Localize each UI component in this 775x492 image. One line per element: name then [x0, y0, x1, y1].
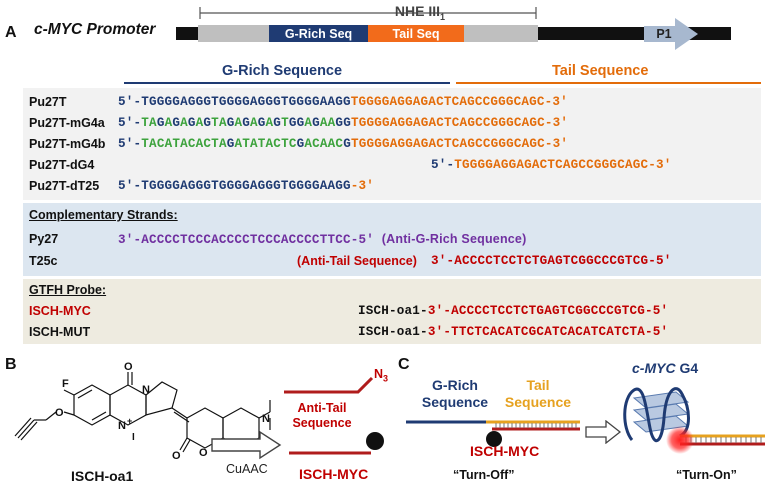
atom-n3: N [262, 413, 270, 425]
product-strand [289, 432, 384, 455]
panel-c-letter: C [398, 356, 410, 373]
probe-box [23, 279, 761, 344]
fluorescence-glow [666, 426, 694, 454]
ischmyc-seq: ISCH-oa1-3'-ACCCCTCCTCTGAGTCGGCCCGTCG-5' [358, 304, 669, 318]
compound-label: ISCH-oa1 [71, 468, 134, 484]
atom-plus: + [127, 416, 132, 426]
tail-box-label: Tail Seq [392, 27, 440, 41]
g4-label: c-MYC G4 [632, 360, 699, 376]
seq-tail-pu27t: TGGGGAGGAGACTCAGCCGGGCAGC-3' [350, 95, 568, 109]
c-arrow [585, 420, 622, 444]
turn-off-duplex [406, 420, 580, 447]
seq-name-mg4a: Pu27T-mG4a [29, 116, 105, 130]
seq-name-mg4b: Pu27T-mG4b [29, 137, 106, 151]
promoter-label-text: c-MYC Promoter [34, 21, 156, 38]
grich-heading-rule [124, 82, 450, 84]
grich-heading: G-Rich Sequence [222, 63, 343, 79]
p1-label: P1 [656, 27, 672, 41]
ring-1 [73, 384, 111, 426]
ring-3 [145, 381, 178, 416]
seq-grich-pu27t: TGGGGAGGGTGGGGAGGGTGGGGAAGG [141, 95, 351, 109]
ischmut-seq: ISCH-oa1-3'-TTCTCACATCGCATCACATCATCTA-5' [358, 325, 669, 339]
seq-name-pu27t: Pu27T [29, 95, 67, 109]
atom-n1: N [142, 384, 150, 396]
ring-5 [222, 407, 260, 449]
grich-region [269, 25, 368, 42]
tail-heading: Tail Sequence [552, 63, 649, 79]
azide-strand [284, 376, 374, 394]
atom-f: F [62, 378, 69, 390]
seq-tail-mg4b: TGGGGAGGAGACTCAGCCGGGCAGC-3' [350, 137, 569, 151]
alkyne-triple-1 [17, 419, 35, 439]
sequence-box [23, 88, 761, 200]
probe-heading: GTFH Probe: [29, 283, 107, 297]
seq-tail-dg4: TGGGGAGGAGACTCAGCCGGGCAGC-3' [454, 158, 672, 172]
product-label: ISCH-MYC [299, 466, 369, 482]
seq-name-dt25: Pu27T-dT25 [29, 179, 100, 193]
panel-b-letter: B [5, 356, 17, 373]
seq-row-dg4: 5'-TGGGGAGGAGACTCAGCCGGGCAGC-3' [431, 158, 672, 172]
atom-i: I [132, 432, 135, 443]
atom-o1: O [55, 407, 64, 419]
seq-grich-mg4b: TACATACACTAGATATACTCGACAACG [141, 137, 351, 151]
nhe-label: NHE III1 [394, 3, 446, 22]
nhe-sub: 1 [440, 11, 446, 22]
grich-box-label: G-Rich Seq [284, 27, 353, 41]
py27-name: Py27 [29, 232, 59, 246]
p1-arrow [644, 18, 698, 50]
atom-n-plus: N [118, 420, 126, 432]
seq-grich-mg4a: TAGAGAGAGTAGAGAGAGTGGAGAAGG [141, 116, 351, 130]
turn-on-g4 [623, 387, 765, 454]
seq-row-dt25: 5'-TGGGGAGGGTGGGGAGGGTGGGGAAGG-3' [118, 179, 375, 193]
complementary-heading: Complementary Strands: [29, 208, 178, 222]
complementary-box [23, 203, 761, 276]
panel-a-letter: A [5, 24, 17, 41]
promoter-diagram [176, 7, 731, 50]
atom-o4: O [172, 450, 181, 460]
t25c-name: T25c [29, 254, 58, 268]
promoter-label: c-MYC Promoter [34, 21, 155, 39]
cuaac-label: CuAAC [226, 462, 268, 476]
atom-o3: O [199, 447, 208, 459]
seq-tail-mg4a: TGGGGAGGAGACTCAGCCGGGCAGC-3' [350, 116, 569, 130]
seq-row-pu27t: 5'-TGGGGAGGGTGGGGAGGGTGGGGAAGGTGGGGAGGAG… [118, 95, 568, 109]
seq-tail-dt25: -3' [350, 179, 375, 193]
g-quartet-2 [632, 403, 690, 421]
tail-region [368, 25, 464, 42]
g-quartet-1 [632, 391, 690, 409]
seq-name-dg4: Pu27T-dG4 [29, 158, 95, 172]
tail-heading-rule [456, 82, 761, 84]
azide-label: N3 [374, 367, 389, 384]
turn-on-label: “Turn-On” [676, 468, 737, 482]
atom-o2: O [124, 361, 133, 373]
ischoa1-structure: F O O N N + I O O N [14, 361, 271, 460]
seq-row-mg4b: 5'-TACATACACTAGATATACTCGACAACGTGGGGAGGAG… [118, 137, 569, 151]
ischmut-name: ISCH-MUT [29, 325, 91, 339]
turn-off-label: “Turn-Off” [453, 468, 515, 482]
c-probe-label: ISCH-MYC [470, 443, 540, 459]
py27-seq: 3'-ACCCCTCCCACCCCTCCCACCCCTTCC-5' (Anti-… [118, 232, 527, 247]
t25c-seq: 3'-ACCCCTCCTCTGAGTCGGCCCGTCG-5' [431, 254, 672, 268]
seq-row-mg4a: 5'-TAGAGAGAGTAGAGAGAGTGGAGAAGGTGGGGAGGAG… [118, 116, 569, 130]
t25c-note: (Anti-Tail Sequence) [297, 254, 417, 268]
ischmyc-name: ISCH-MYC [29, 304, 91, 318]
py27-note: (Anti-G-Rich Sequence) [381, 232, 527, 246]
seq-grich-dt25: TGGGGAGGGTGGGGAGGGTGGGGAAGG [141, 179, 351, 193]
reaction-arrow [211, 430, 282, 460]
